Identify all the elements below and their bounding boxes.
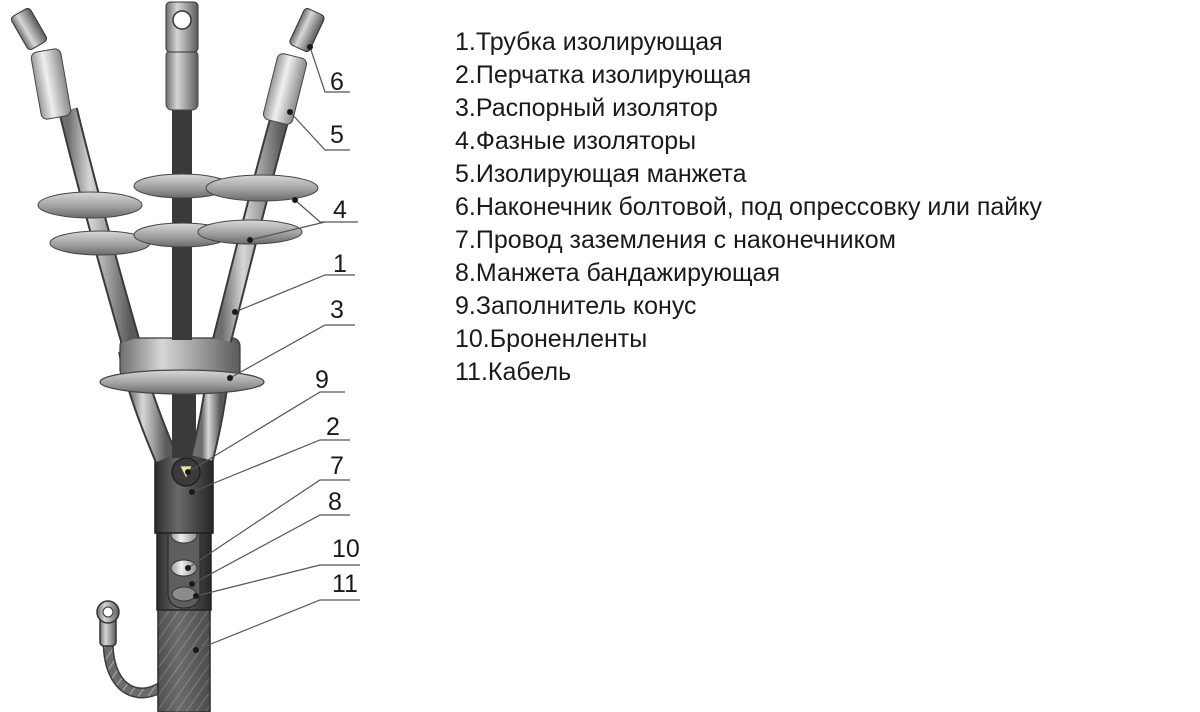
callout-6: 6 [330, 68, 344, 96]
callout-5: 5 [330, 121, 344, 149]
leader-lines [187, 46, 360, 651]
callout-11: 11 [332, 570, 358, 598]
cable-termination-diagram: 6 5 4 1 3 9 2 7 8 10 11 [10, 1, 360, 712]
terminal-lug-icons [10, 1, 325, 53]
callout-1: 1 [333, 250, 347, 278]
insulating-cuffs [30, 48, 308, 125]
grounding-lug-icon [96, 600, 120, 647]
legend-item: 6.Наконечник болтовой, под опрессовку ил… [455, 193, 1042, 221]
leader-dots [185, 44, 313, 653]
callout-10: 10 [332, 535, 360, 563]
legend-item: 7.Провод заземления с наконечником [455, 226, 896, 254]
callout-7: 7 [330, 452, 344, 480]
spacer-insulator [99, 337, 265, 395]
callout-9: 9 [315, 366, 329, 394]
insulating-glove [154, 454, 214, 534]
legend-list: 1.Трубка изолирующая 2.Перчатка изолирую… [455, 26, 1042, 389]
callout-4: 4 [333, 196, 347, 224]
legend-item: 1.Трубка изолирующая [455, 28, 723, 56]
legend-item: 5.Изолирующая манжета [455, 160, 747, 188]
callout-2: 2 [326, 413, 340, 441]
callout-3: 3 [330, 296, 344, 324]
callout-8: 8 [328, 488, 342, 516]
phase-insulators [37, 173, 319, 256]
legend-item: 2.Перчатка изолирующая [455, 61, 752, 89]
legend-item: 3.Распорный изолятор [455, 94, 718, 122]
legend-item: 11.Кабель [455, 358, 572, 386]
legend-item: 4.Фазные изоляторы [455, 127, 697, 155]
legend-item: 9.Заполнитель конус [455, 292, 697, 320]
legend-item: 10.Броненленты [455, 325, 648, 353]
legend-item: 8.Манжета бандажирующая [455, 259, 780, 287]
